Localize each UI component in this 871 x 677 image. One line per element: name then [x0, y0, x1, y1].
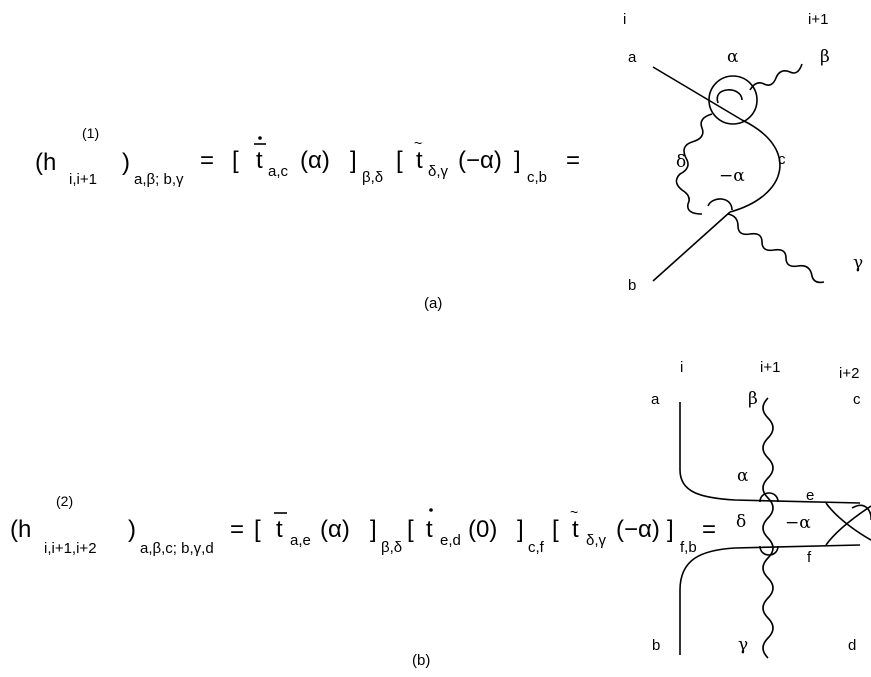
diag-b-site-left: i [680, 359, 683, 376]
diag-a-lower-arc [707, 198, 733, 211]
eq-b-t1-symbol: t [276, 516, 283, 543]
diag-a-label-b: b [628, 277, 636, 294]
diag-a-vertex-circle [708, 75, 758, 125]
eq-a-bracket-close-2: ] [514, 147, 521, 174]
equation-a: (h (1) i,i+1 ) a,β; b,γ = [ t a,c (α) ] … [35, 125, 580, 188]
diag-b-site-right: i+2 [839, 365, 859, 382]
eq-b-t1-arg: (α) [320, 516, 350, 543]
eq-b-t3-symbol: t [572, 516, 579, 543]
eq-a-t1-sub: a,c [268, 163, 289, 180]
eq-b-bracket-close-3: ] [667, 516, 674, 543]
eq-b-t3-outer-sub: f,b [680, 539, 697, 556]
eq-a-lhs-sub: i,i+1 [69, 171, 97, 188]
diag-a-wave-gamma [727, 213, 825, 284]
eq-b-bracket-close-1: ] [370, 516, 377, 543]
eq-b-t1-outer-sub: β,δ [381, 539, 402, 556]
diag-b-right-loop [851, 504, 871, 520]
eq-b-t1-sub: a,e [290, 532, 311, 549]
diag-b-label-delta: δ [736, 512, 746, 532]
eq-b-lhs-main: (h [10, 516, 31, 543]
diag-a-label-c: c [778, 151, 786, 168]
diag-a-label-a: a [628, 49, 637, 66]
diagram-b: i i+1 i+2 a β c α e δ −α f b γ d [651, 359, 871, 659]
eq-a-lhs-indices: a,β; b,γ [134, 171, 184, 188]
eq-a-t1-arg: (α) [300, 147, 330, 174]
diag-b-arc-alpha [759, 492, 779, 503]
diag-a-vertex-loop [716, 89, 743, 104]
eq-a-t1-dot [258, 136, 262, 140]
diag-b-label-gamma: γ [738, 635, 748, 655]
diag-a-wave-delta [675, 113, 713, 215]
eq-b-bracket-close-2: ] [517, 516, 524, 543]
diag-a-label-beta: β [820, 47, 830, 67]
eq-b-bracket-open-3: [ [552, 516, 559, 543]
eq-a-t2-outer-sub: c,b [527, 169, 547, 186]
eq-b-t2-dot [429, 508, 433, 512]
eq-b-t3-tilde: ~ [570, 504, 578, 520]
eq-a-t1-symbol: t [256, 147, 263, 174]
diag-b-label-a: a [651, 391, 660, 408]
diag-b-line-b [679, 544, 861, 655]
eq-b-t2-arg: (0) [468, 516, 497, 543]
eq-b-t2-sub: e,d [440, 532, 461, 549]
eq-a-lhs-sup: (1) [82, 125, 99, 141]
eq-b-t2-symbol: t [426, 516, 433, 543]
diag-b-label-alpha: α [737, 466, 749, 486]
caption-a: (a) [424, 295, 442, 312]
diag-a-site-right: i+1 [808, 11, 828, 28]
eq-b-bracket-open-2: [ [407, 516, 414, 543]
eq-b-equals-1: = [230, 516, 244, 543]
eq-b-lhs-sup: (2) [56, 493, 73, 509]
diag-a-label-alpha: α [727, 47, 739, 67]
diagram-a: i i+1 a α β δ c −α γ b [623, 11, 863, 294]
diag-a-label-delta: δ [676, 152, 686, 172]
diag-b-label-b: b [652, 637, 660, 654]
diag-a-line-a [652, 66, 743, 121]
eq-a-bracket-open-1: [ [232, 147, 239, 174]
eq-a-t1-outer-sub: β,δ [362, 169, 383, 186]
eq-a-t2-symbol: t [416, 147, 423, 174]
eq-a-lhs-close: ) [122, 149, 130, 176]
diag-b-site-mid: i+1 [760, 359, 780, 376]
eq-a-t2-arg: (−α) [458, 147, 502, 174]
diag-b-label-f: f [807, 549, 812, 566]
eq-b-lhs-sub: i,i+1,i+2 [44, 540, 97, 557]
diag-b-label-c: c [853, 391, 861, 408]
eq-b-t2-outer-sub: c,f [528, 539, 545, 556]
diag-b-arc-minus-alpha [759, 545, 779, 556]
diag-b-label-minus-alpha: −α [785, 513, 811, 533]
diag-a-label-minus-alpha: −α [719, 166, 745, 186]
eq-a-equals-1: = [200, 147, 214, 174]
eq-b-t3-sub: δ,γ [586, 532, 607, 549]
eq-a-t2-tilde: ~ [414, 135, 422, 151]
diag-b-label-beta: β [748, 389, 758, 409]
eq-a-bracket-close-1: ] [350, 147, 357, 174]
diag-a-site-left: i [623, 11, 626, 28]
eq-b-equals-2: = [702, 516, 716, 543]
equation-b: (h (2) i,i+1,i+2 ) a,β,c; b,γ,d = [ t a,… [10, 493, 716, 557]
diag-a-label-gamma: γ [853, 253, 863, 273]
eq-b-t3-arg: (−α) [616, 516, 660, 543]
eq-a-bracket-open-2: [ [396, 147, 403, 174]
diag-b-wave-beta-gamma [762, 397, 774, 659]
eq-b-lhs-indices: a,β,c; b,γ,d [140, 540, 214, 557]
diag-a-line-c [729, 119, 781, 213]
diag-a-line-b [652, 211, 731, 282]
eq-b-lhs-close: ) [128, 516, 136, 543]
diag-b-label-d: d [848, 637, 856, 654]
diag-b-right-cross-2 [825, 505, 871, 546]
eq-b-bracket-open-1: [ [254, 516, 261, 543]
eq-a-t2-sub: δ,γ [428, 163, 449, 180]
diag-b-right-cross-1 [825, 502, 871, 541]
diag-b-label-e: e [806, 487, 814, 504]
diag-a-wave-beta [749, 63, 803, 91]
eq-a-lhs-main: (h [35, 149, 56, 176]
caption-b: (b) [412, 652, 430, 669]
diag-b-line-a [679, 402, 861, 504]
eq-a-equals-2: = [566, 147, 580, 174]
